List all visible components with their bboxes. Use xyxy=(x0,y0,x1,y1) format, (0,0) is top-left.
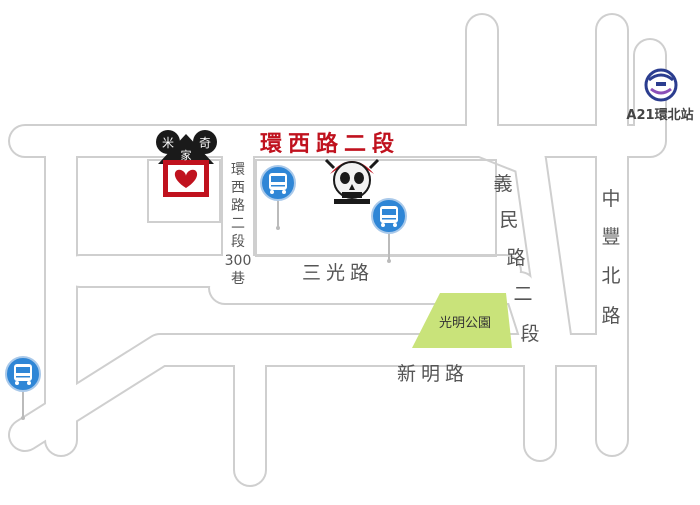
road-label-yimin-char: 路 xyxy=(506,247,525,269)
road-label-zhongfeng: 中 豐 北 路 xyxy=(601,188,620,327)
road-yimin xyxy=(467,15,572,365)
road-label-zhongfeng-char: 豐 xyxy=(601,226,620,248)
road-label-lane300-char: 路 xyxy=(231,198,245,214)
road-label-lane300-char: 巷 xyxy=(231,271,245,287)
road-label-yimin-char: 民 xyxy=(499,209,518,231)
bus-stop-1[interactable] xyxy=(260,165,296,230)
bus-stop-2[interactable] xyxy=(371,198,407,263)
bus-stop-3[interactable] xyxy=(5,356,41,420)
shop-marker[interactable] xyxy=(324,158,380,204)
road-label-yimin-char: 段 xyxy=(520,323,539,345)
road-label-lane300-char: 環 xyxy=(231,162,245,178)
bus-stop-icon xyxy=(371,198,407,234)
road-sanguang-east xyxy=(210,273,627,365)
house-logo-icon xyxy=(156,130,217,197)
road-label-zhongfeng-char: 北 xyxy=(601,265,620,287)
road-label-yimin-char: 義 xyxy=(493,173,512,195)
park-area[interactable] xyxy=(412,293,512,348)
road-label-xinming: 新明路 xyxy=(397,363,469,385)
skull-logo-icon xyxy=(324,158,380,204)
road-label-zhongfeng-char: 路 xyxy=(601,305,620,327)
road-label-yimin: 義 民 路 二 段 xyxy=(493,173,539,345)
bus-stop-icon xyxy=(5,356,41,392)
road-fills xyxy=(10,15,665,485)
restaurant-logo-char-right: 奇 xyxy=(199,136,211,150)
road-label-lane300-char: 西 xyxy=(231,180,245,196)
road-huanxi xyxy=(10,40,665,156)
road-label-lane300: 環 西 路 二 段 300 巷 xyxy=(225,162,252,287)
mrt-station[interactable]: A21環北站 xyxy=(626,68,694,123)
road-label-yimin-char: 二 xyxy=(513,283,532,305)
road-label-lane300-char: 二 xyxy=(231,216,245,232)
mrt-station-label: A21環北站 xyxy=(626,107,693,123)
park-label: 光明公園 xyxy=(439,316,491,331)
road-label-sanguang: 三光路 xyxy=(302,262,374,284)
bus-stop-icon xyxy=(260,165,296,201)
road-label-huanxi: 環西路二段 xyxy=(260,131,400,157)
restaurant-logo-char-center: 家 xyxy=(181,148,192,162)
road-label-zhongfeng-char: 中 xyxy=(601,188,620,210)
metro-logo-icon xyxy=(644,68,678,102)
road-xinming xyxy=(10,335,555,450)
restaurant-logo-char-left: 米 xyxy=(162,136,174,150)
road-label-lane300-char: 段 xyxy=(231,234,245,250)
restaurant-marker[interactable]: 米 奇 家 xyxy=(156,130,217,197)
road-label-lane300-char: 300 xyxy=(225,253,252,269)
